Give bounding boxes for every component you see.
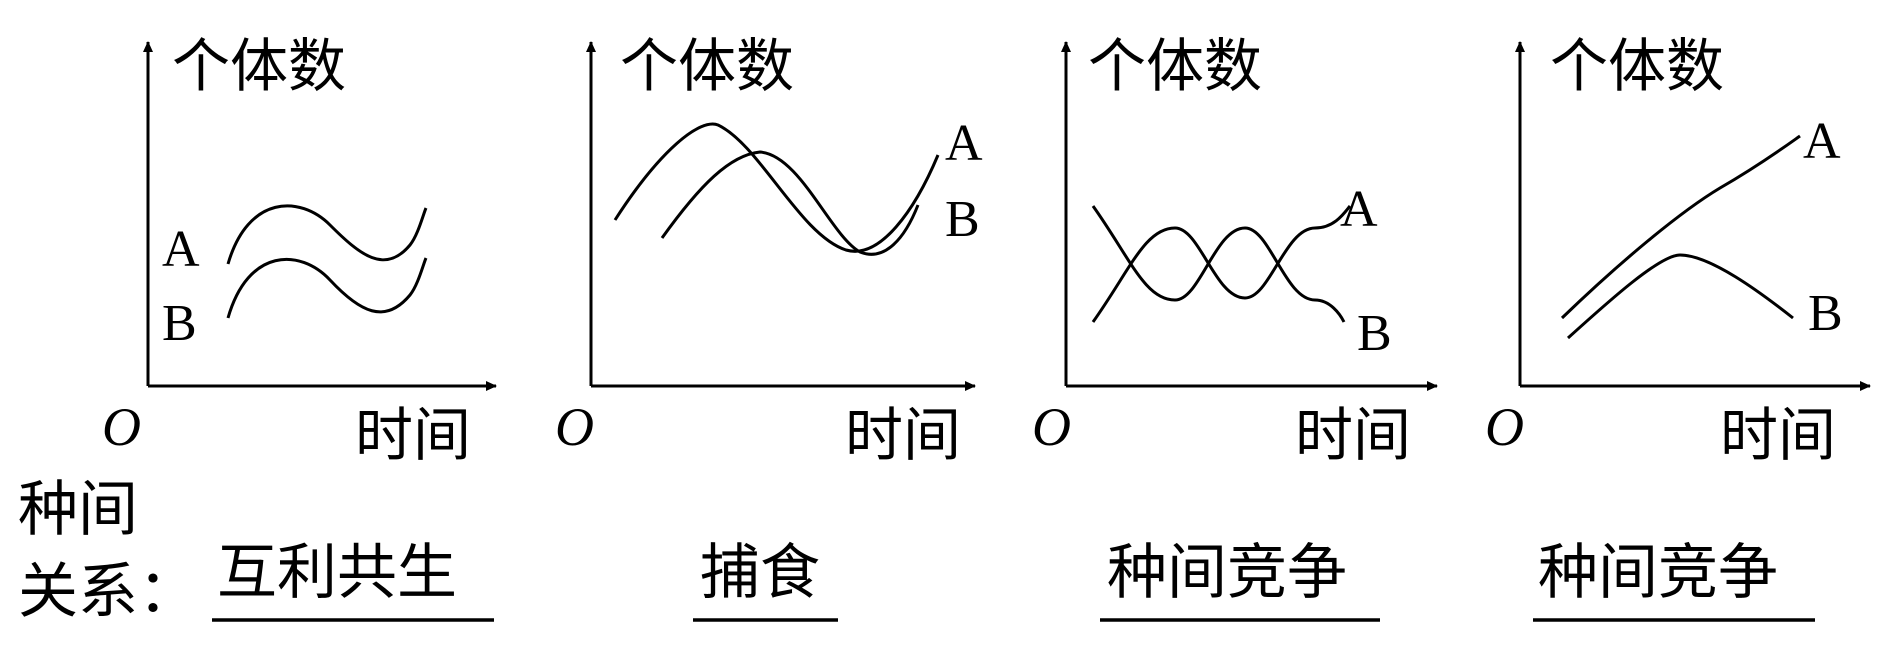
relation-answer-3: 种间竞争 xyxy=(1107,538,1347,608)
caption-line-1: 种间 xyxy=(18,475,138,545)
panel-competition-1: 个体数 时间 O A B xyxy=(1032,32,1438,469)
series-b-label: B xyxy=(162,295,197,352)
y-axis-label: 个体数 xyxy=(1550,32,1724,100)
curve-a xyxy=(613,122,940,253)
x-axis-label: 时间 xyxy=(1295,401,1411,469)
curve-a xyxy=(1091,205,1352,323)
curve-b xyxy=(1566,253,1794,340)
series-b-label: B xyxy=(945,191,980,248)
panel-competition-2: 个体数 时间 O A B xyxy=(1485,32,1871,469)
curve-a xyxy=(1560,134,1801,320)
series-a-label: A xyxy=(945,115,983,172)
origin-label: O xyxy=(555,397,594,457)
y-axis-label: 个体数 xyxy=(172,32,346,100)
origin-label: O xyxy=(1032,397,1071,457)
origin-label: O xyxy=(102,397,141,457)
series-b-label: B xyxy=(1808,285,1843,342)
origin-label: O xyxy=(1485,397,1524,457)
curve-b xyxy=(660,150,920,256)
panel-predation: 个体数 时间 O A B xyxy=(555,32,983,469)
curve-a xyxy=(226,204,428,265)
x-axis-label: 时间 xyxy=(1720,401,1836,469)
caption-line-2: 关系： xyxy=(18,557,198,627)
series-b-label: B xyxy=(1357,305,1392,362)
curve-b xyxy=(1091,205,1346,323)
y-axis-label: 个体数 xyxy=(1088,32,1262,100)
series-a-label: A xyxy=(1803,113,1841,170)
relation-answer-4: 种间竞争 xyxy=(1538,538,1778,608)
relation-answer-2: 捕食 xyxy=(700,538,820,608)
series-a-label: A xyxy=(1340,181,1378,238)
x-axis-label: 时间 xyxy=(845,401,961,469)
relation-caption: 种间 关系： 互利共生 捕食 种间竞争 种间竞争 xyxy=(18,475,1815,627)
panel-mutualism: 个体数 时间 O A B xyxy=(102,32,497,469)
curve-b xyxy=(226,257,428,319)
relation-answer-1: 互利共生 xyxy=(217,538,457,608)
x-axis-label: 时间 xyxy=(355,401,471,469)
series-a-label: A xyxy=(162,221,200,278)
y-axis-label: 个体数 xyxy=(620,32,794,100)
